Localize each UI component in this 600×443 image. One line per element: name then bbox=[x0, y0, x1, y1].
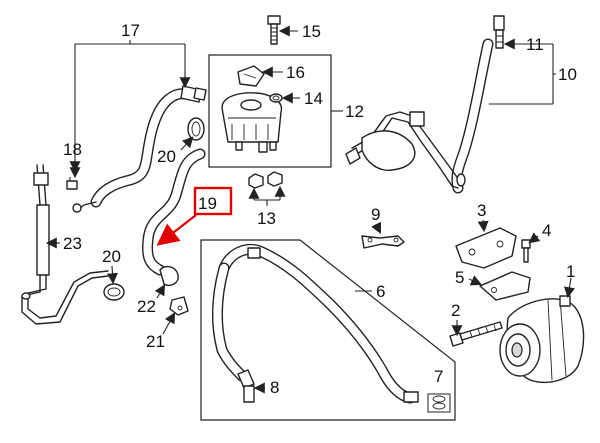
hose-box-6 bbox=[200, 239, 456, 421]
callout-5: 5 bbox=[455, 268, 464, 287]
clamp-20-upper bbox=[187, 117, 205, 141]
bracket-21 bbox=[169, 296, 189, 316]
bolt-15 bbox=[267, 15, 281, 45]
callout-15: 15 bbox=[302, 22, 321, 41]
callout-19: 19 bbox=[198, 194, 217, 213]
hose-19 bbox=[142, 148, 206, 276]
callout-13: 13 bbox=[257, 209, 276, 228]
fitting-11 bbox=[493, 15, 505, 49]
pump-1 bbox=[499, 295, 585, 384]
callout-18: 18 bbox=[63, 140, 82, 159]
tube-23 bbox=[21, 164, 109, 325]
grommet-22 bbox=[159, 265, 179, 287]
callout-10: 10 bbox=[558, 65, 577, 84]
callout-14: 14 bbox=[304, 89, 323, 108]
bolt-2 bbox=[449, 321, 503, 347]
callout-8: 8 bbox=[270, 378, 279, 397]
bracket-5 bbox=[479, 271, 531, 301]
reservoir-box bbox=[208, 54, 332, 168]
callout-22: 22 bbox=[137, 297, 156, 316]
clip-18 bbox=[66, 177, 78, 190]
highlight-arrow bbox=[156, 214, 197, 246]
callout-2: 2 bbox=[451, 301, 460, 320]
callout-6: 6 bbox=[376, 282, 385, 301]
callout-9: 9 bbox=[371, 205, 380, 224]
callout-12: 12 bbox=[345, 102, 364, 121]
clamp-20-lower bbox=[103, 283, 125, 301]
bracket-3 bbox=[455, 227, 517, 269]
hose-17 bbox=[72, 85, 207, 213]
callout-3: 3 bbox=[477, 201, 486, 220]
highlight-box bbox=[193, 186, 233, 216]
bolt-4 bbox=[521, 239, 531, 263]
callout-1: 1 bbox=[566, 262, 575, 281]
callout-7: 7 bbox=[434, 367, 443, 386]
bracket-9 bbox=[361, 235, 405, 249]
callout-20-upper: 20 bbox=[157, 147, 176, 166]
callout-labels: 1 2 3 4 5 6 7 8 9 10 11 12 13 14 15 16 1… bbox=[63, 21, 577, 397]
callout-4: 4 bbox=[542, 221, 551, 240]
grommets-13 bbox=[248, 171, 283, 189]
highlight-19 bbox=[156, 186, 233, 246]
callout-20-lower: 20 bbox=[102, 247, 121, 266]
leader-lines bbox=[45, 25, 575, 394]
pressure-line-10 bbox=[345, 38, 494, 194]
callout-11: 11 bbox=[526, 35, 544, 54]
callout-17: 17 bbox=[121, 21, 140, 40]
callout-23: 23 bbox=[63, 234, 82, 253]
callout-21: 21 bbox=[146, 332, 165, 351]
callout-16: 16 bbox=[286, 63, 305, 82]
